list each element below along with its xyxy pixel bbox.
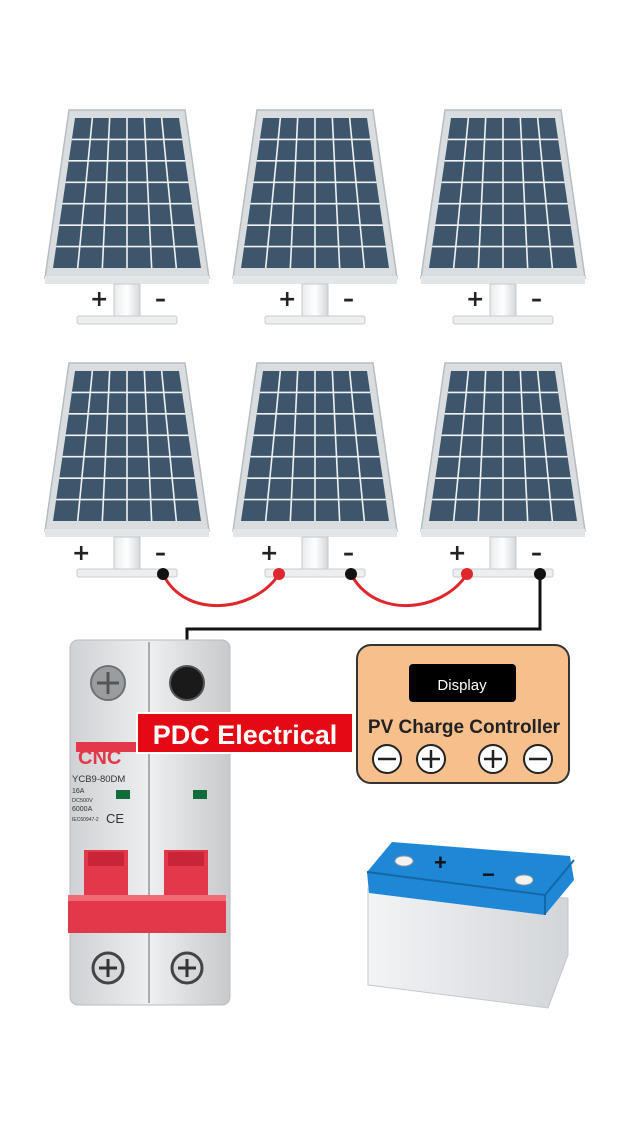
controller-display-label: Display [437, 677, 487, 694]
panel-stand [489, 283, 517, 319]
panel-plus-label: + [260, 541, 278, 566]
controller-terminal-plus-1 [416, 744, 446, 774]
panel-minus-label: – [343, 287, 354, 312]
controller-terminal-plus-2 [478, 744, 508, 774]
solar-panel: +– [232, 362, 398, 578]
panel-base [452, 568, 554, 578]
solar-panels: +–+–+–+–+–+– [44, 109, 586, 578]
circuit-breaker: CNC YCB9-80DM 16A DC500V 6000A IEC60947-… [68, 639, 231, 1006]
panel-base [76, 568, 178, 578]
panel-base [264, 568, 366, 578]
terminal-dot [273, 568, 285, 580]
solar-panel: +– [232, 109, 398, 325]
panel-stand [489, 536, 517, 572]
breaker-rating: 16A [72, 788, 85, 795]
panel-plus-label: + [72, 541, 90, 566]
terminal-dot [345, 568, 357, 580]
breaker-capacity: 6000A [72, 806, 93, 813]
controller-display [409, 664, 516, 702]
panel-base [264, 315, 366, 325]
breaker-indicator [193, 790, 207, 799]
breaker-handle-bar [68, 895, 226, 933]
panel-stand [301, 283, 329, 319]
solar-panel: +– [420, 109, 586, 325]
breaker-terminal [169, 665, 205, 701]
breaker-standard: IEC60947-2 [72, 817, 99, 823]
panel-plus-label: + [448, 541, 466, 566]
breaker-indicator [116, 790, 130, 799]
breaker-ce-mark: CE [106, 811, 124, 826]
breaker-model: YCB9-80DM [72, 774, 125, 785]
panel-stand [113, 283, 141, 319]
controller-title: PV Charge Controller [368, 717, 561, 738]
panel-minus-label: – [531, 541, 542, 566]
charge-controller: Display PV Charge Controller [356, 644, 570, 784]
terminal-dot [461, 568, 473, 580]
battery-terminal-negative [514, 874, 534, 886]
panel-minus-label: – [531, 287, 542, 312]
panel-stand [113, 536, 141, 572]
breaker-brand: CNC [78, 747, 121, 769]
solar-panel: +– [44, 109, 210, 325]
series-wire-2 [349, 573, 469, 608]
controller-terminal-minus-2 [523, 744, 553, 774]
series-wire-1 [161, 573, 281, 608]
terminal-dot [157, 568, 169, 580]
panel-base [452, 315, 554, 325]
panel-plus-label: + [90, 287, 108, 312]
panel-minus-label: – [343, 541, 354, 566]
terminal-dot [534, 568, 546, 580]
battery-plus-label: + [434, 850, 447, 875]
watermark-label: PDC Electrical [136, 712, 354, 754]
panel-base [76, 315, 178, 325]
battery-terminal-positive [394, 855, 414, 867]
solar-panel: +– [44, 362, 210, 578]
battery-minus-label: − [482, 862, 495, 887]
panel-minus-label: – [155, 541, 166, 566]
panel-minus-label: – [155, 287, 166, 312]
panel-plus-label: + [278, 287, 296, 312]
controller-terminal-minus-1 [372, 744, 402, 774]
panel-plus-label: + [466, 287, 484, 312]
panel-stand [301, 536, 329, 572]
solar-panel: +– [420, 362, 586, 578]
breaker-voltage: DC500V [72, 798, 93, 804]
battery: + − [366, 842, 575, 1009]
